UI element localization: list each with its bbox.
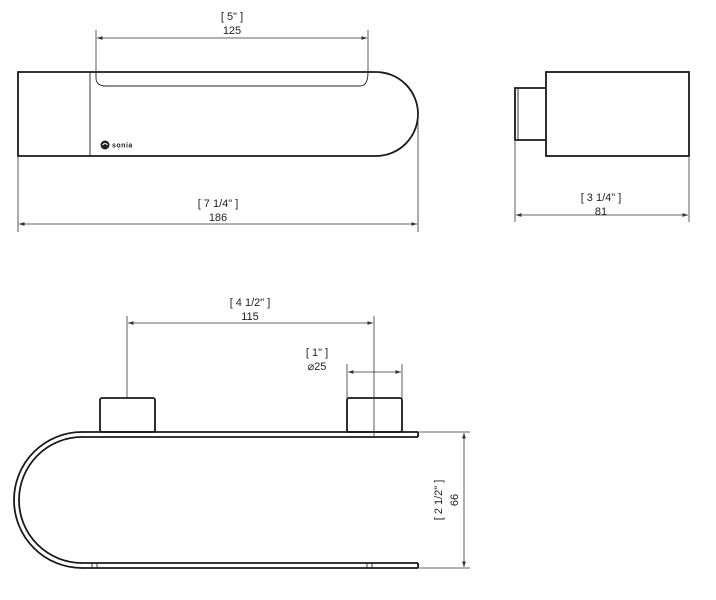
dim-115-inch: [ 4 1/2" ] [230,297,271,309]
dim-125-inch: [ 5" ] [221,11,243,23]
front-view: sonia [ 5" ] 125 [ 7 1/4" ] 186 [17,11,419,232]
top-view: [ 4 1/2" ] 115 [ 1" ] ⌀25 [ 2 1/2" ] 66 [13,297,470,569]
right-mount-cylinder [346,397,403,433]
dim-186-inch: [ 7 1/4" ] [198,198,239,210]
dim-66-inch: [ 2 1/2" ] [433,480,445,521]
front-view-top-slot [95,71,369,87]
front-view-outline [17,71,419,157]
dim-186-mm: 186 [209,212,227,224]
dim-115-mm: 115 [241,311,259,323]
side-view-body [545,71,690,157]
dim-81-mm: 81 [595,206,607,218]
dim-81-inch: [ 3 1/4" ] [581,192,622,204]
dim-66-mm: 66 [449,494,461,506]
side-view-mount [514,87,546,141]
brand-label: sonia [112,143,133,150]
dim-125-mm: 125 [223,25,241,37]
top-view-outer-curve [13,431,418,569]
sonia-logo-icon [100,140,110,150]
left-mount-cylinder [99,397,156,433]
dim-25-inch: [ 1" ] [306,347,328,359]
dim-25-mm: ⌀25 [308,361,327,373]
side-view: [ 3 1/4" ] 81 [514,71,690,222]
top-view-inner-curve [18,436,418,564]
